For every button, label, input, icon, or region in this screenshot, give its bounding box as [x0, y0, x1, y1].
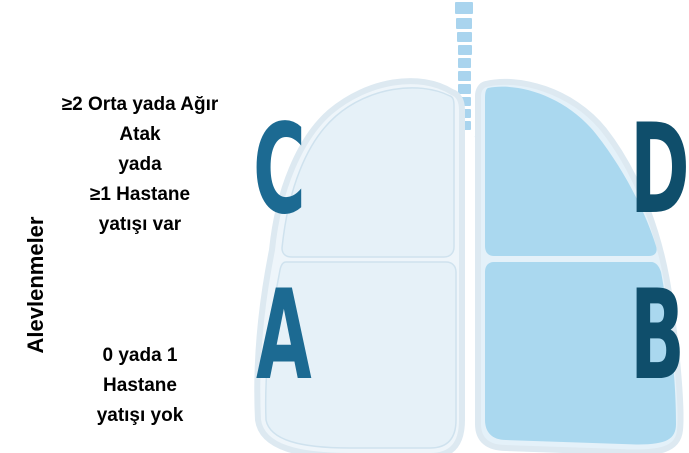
- criteria-line: yatışı yok: [40, 401, 240, 431]
- criteria-line: yada: [40, 150, 240, 180]
- group-c-letter: C: [253, 108, 306, 232]
- group-a-letter: A: [256, 274, 312, 398]
- criteria-line: Atak: [40, 120, 240, 150]
- criteria-line: ≥2 Orta yada Ağır: [40, 90, 240, 120]
- criteria-line: ≥1 Hastane: [40, 180, 240, 210]
- criteria-line: Hastane: [40, 371, 240, 401]
- criteria-line: 0 yada 1: [40, 341, 240, 371]
- group-d-letter: D: [630, 108, 689, 232]
- high-exacerbation-criteria: ≥2 Orta yada Ağır Atak yada ≥1 Hastane y…: [40, 90, 240, 240]
- group-b-letter: B: [630, 274, 685, 398]
- low-exacerbation-criteria: 0 yada 1 Hastane yatışı yok: [40, 341, 240, 431]
- criteria-line: yatışı var: [40, 210, 240, 240]
- left-upper-lobe: [282, 88, 454, 257]
